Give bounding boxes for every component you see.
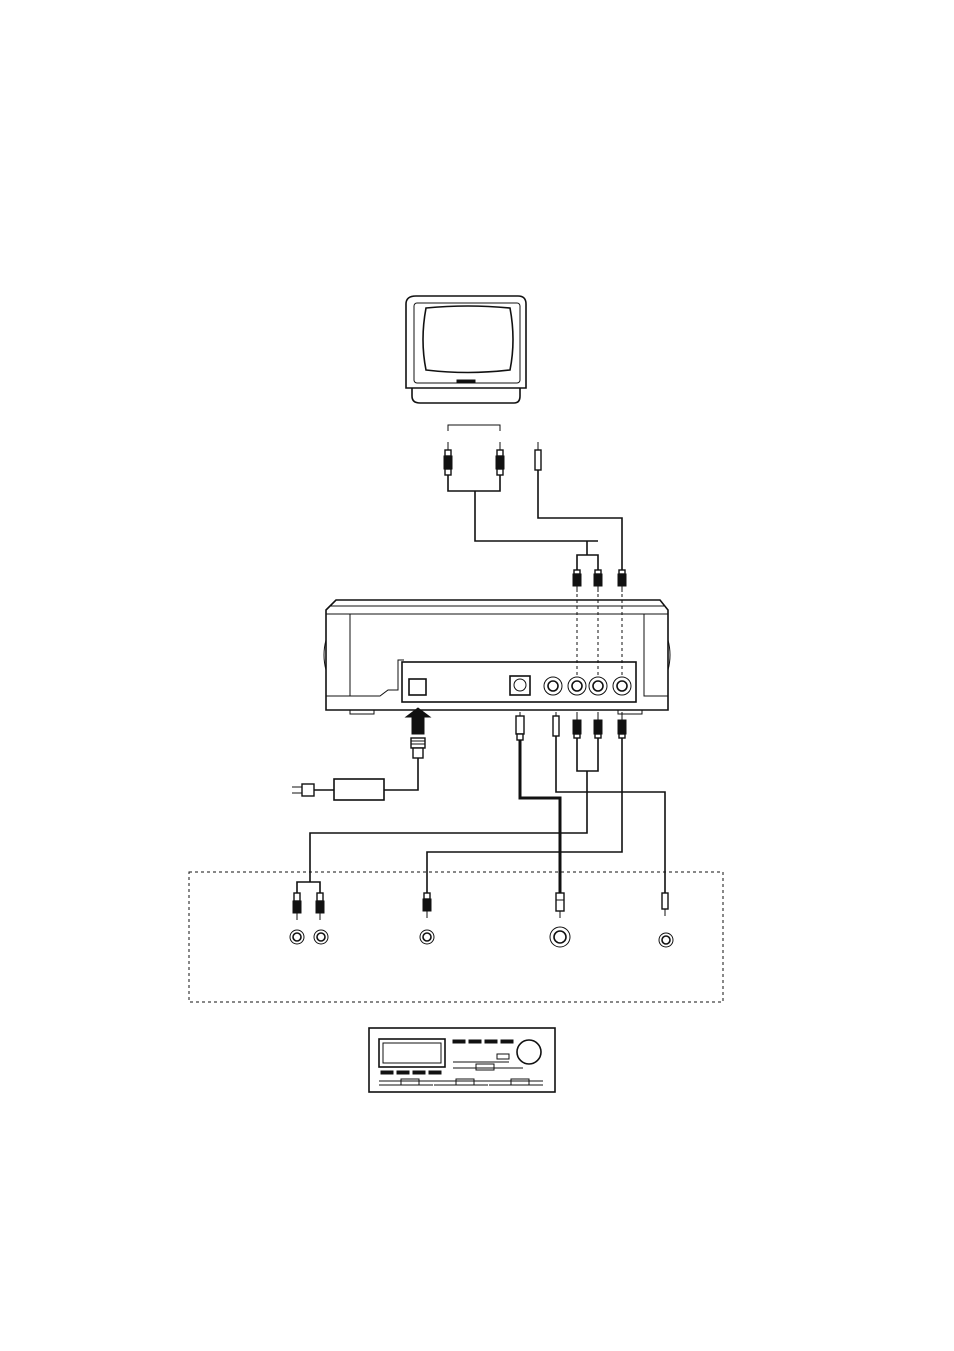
connection-cables — [310, 736, 665, 893]
dvd-player — [324, 600, 670, 714]
output-jacks — [544, 677, 631, 695]
dvd-output-plugs-top — [573, 541, 626, 675]
power-arrow-icon — [406, 708, 430, 734]
dc-in-jack — [409, 679, 426, 695]
s-video-output-jack — [510, 676, 530, 695]
tv-audio-plugs — [444, 425, 598, 541]
tv-video-plug — [535, 442, 622, 570]
dc-plug — [384, 738, 425, 790]
audio-receiver — [369, 1028, 555, 1092]
receiver-connection-area — [189, 872, 723, 1002]
dvd-output-plugs-bottom — [516, 712, 626, 740]
ac-adapter — [292, 779, 384, 800]
television — [406, 296, 526, 403]
